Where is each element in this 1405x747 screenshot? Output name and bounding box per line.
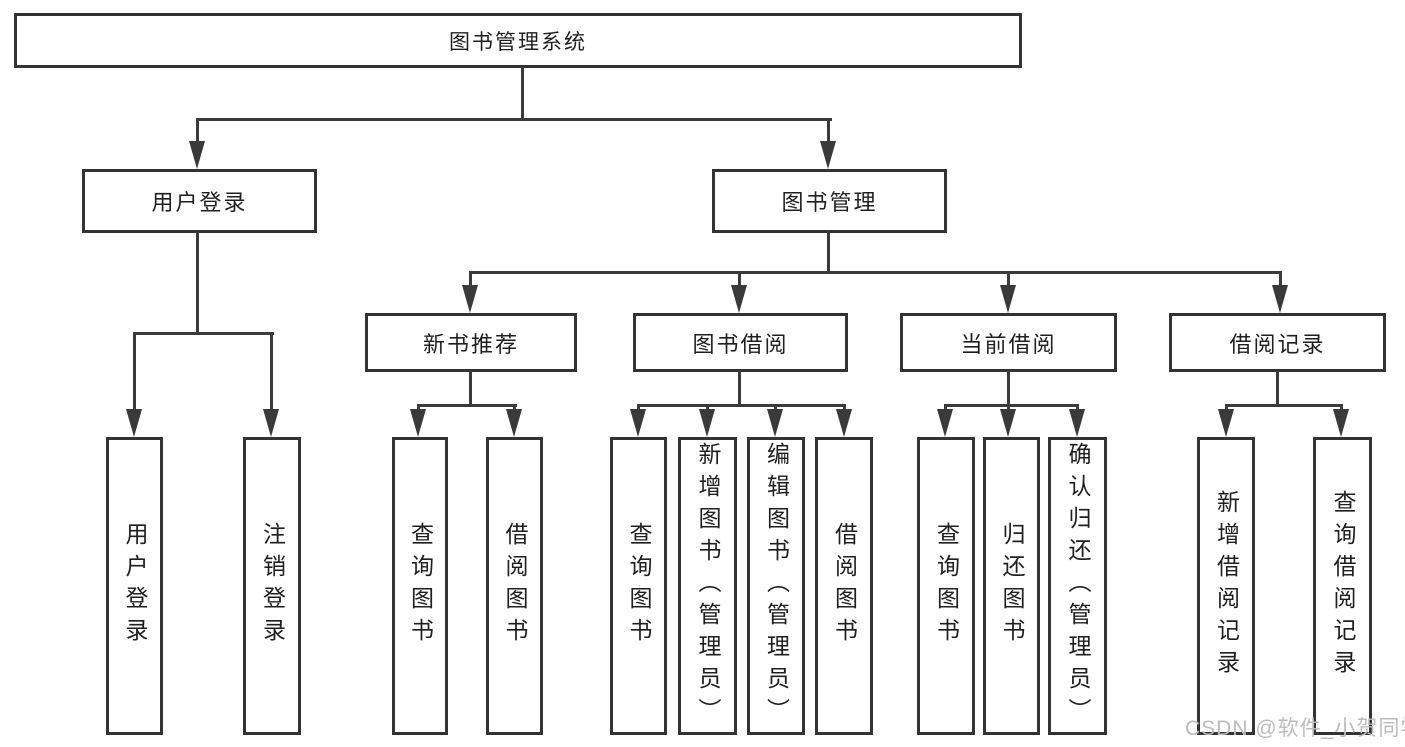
arrowhead-user-login-icon xyxy=(189,141,205,169)
node-user-login-label: 用户登录 xyxy=(151,190,248,215)
arrowhead-cb-query-icon xyxy=(937,409,953,437)
arrowhead-current-borrow-icon xyxy=(1000,285,1016,313)
connector-user-login-hbar xyxy=(133,332,274,335)
arrowhead-borrow-records-icon xyxy=(1272,285,1288,313)
connector-book-mgmt-drop xyxy=(827,118,830,144)
connector-br-query-drop xyxy=(1340,404,1343,412)
connector-borrow-records-hbar xyxy=(1225,404,1343,407)
arrowhead-nb-borrow-icon xyxy=(506,409,522,437)
node-root-label: 图书管理系统 xyxy=(449,30,587,54)
connector-current-borrow-stem xyxy=(1007,370,1010,407)
node-book-mgmt-label: 图书管理 xyxy=(781,190,878,215)
node-bb-query-books: 查询图书 xyxy=(610,437,667,735)
node-br-query-record: 查询借阅记录 xyxy=(1313,437,1372,735)
arrowhead-bb-add-icon xyxy=(699,409,715,437)
arrowhead-ul-login-icon xyxy=(126,409,142,437)
node-borrow-records: 借阅记录 xyxy=(1169,313,1386,372)
connector-cb-confirm-drop xyxy=(1076,404,1079,412)
connector-bb-borrow-drop xyxy=(843,404,846,412)
connector-current-borrow-hbar xyxy=(944,404,1079,407)
node-new-book-rec: 新书推荐 xyxy=(365,313,577,372)
connector-br-add-drop xyxy=(1225,404,1228,412)
node-ul-user-login: 用户登录 xyxy=(106,437,163,735)
node-user-login: 用户登录 xyxy=(82,169,317,233)
arrowhead-br-query-icon xyxy=(1333,409,1349,437)
connector-cb-return-drop xyxy=(1007,404,1010,412)
connector-user-login-drop xyxy=(196,118,199,144)
node-br-add-record: 新增借阅记录 xyxy=(1197,437,1255,735)
connector-bb-add-drop xyxy=(706,404,709,412)
node-borrow-records-label: 借阅记录 xyxy=(1229,331,1326,357)
connector-current-borrow-drop xyxy=(1007,271,1010,288)
arrowhead-bb-borrow-icon xyxy=(836,409,852,437)
node-book-borrow-label: 图书借阅 xyxy=(692,331,789,357)
connector-borrow-records-stem xyxy=(1276,370,1279,407)
node-cb-confirm-return: 确认归还（管理员） xyxy=(1048,437,1107,735)
node-ul-user-login-label: 用户登录 xyxy=(122,522,148,650)
node-bb-edit-books-label: 编辑图书（管理员） xyxy=(763,442,790,730)
node-bb-borrow-books: 借阅图书 xyxy=(815,437,873,735)
connector-ul-login-drop xyxy=(133,332,136,410)
node-ul-logout-label: 注销登录 xyxy=(259,522,286,650)
connector-book-borrow-stem xyxy=(738,370,741,407)
node-bb-add-books-label: 新增图书（管理员） xyxy=(695,442,721,730)
arrowhead-nb-query-icon xyxy=(410,409,426,437)
arrowhead-ul-logout-icon xyxy=(263,409,279,437)
node-nb-borrow-books: 借阅图书 xyxy=(486,437,543,735)
connector-bb-edit-drop xyxy=(774,404,777,412)
node-book-borrow: 图书借阅 xyxy=(633,313,848,372)
arrowhead-bb-query-icon xyxy=(630,409,646,437)
connector-ul-logout-drop xyxy=(270,332,273,410)
node-cb-query-books: 查询图书 xyxy=(917,437,975,735)
connector-borrow-records-drop xyxy=(1279,271,1282,288)
connector-new-book-rec-stem xyxy=(469,370,472,407)
node-cb-return-books: 归还图书 xyxy=(983,437,1040,735)
node-br-add-record-label: 新增借阅记录 xyxy=(1213,490,1240,682)
connector-root-stem xyxy=(521,66,524,120)
arrowhead-bb-edit-icon xyxy=(767,409,783,437)
connector-bb-query-drop xyxy=(637,404,640,412)
connector-user-login-stem xyxy=(196,231,199,335)
node-br-query-record-label: 查询借阅记录 xyxy=(1330,490,1356,682)
arrowhead-new-book-rec-icon xyxy=(462,285,478,313)
node-nb-query-books: 查询图书 xyxy=(392,437,448,735)
node-new-book-rec-label: 新书推荐 xyxy=(422,331,519,357)
node-nb-query-books-label: 查询图书 xyxy=(407,522,434,650)
node-bb-add-books: 新增图书（管理员） xyxy=(678,437,737,735)
node-cb-return-books-label: 归还图书 xyxy=(999,522,1025,650)
connector-cb-query-drop xyxy=(944,404,947,412)
connector-book-mgmt-hbar xyxy=(469,271,1282,274)
connector-book-borrow-drop xyxy=(738,271,741,288)
connector-new-book-rec-drop xyxy=(469,271,472,288)
node-cb-confirm-return-label: 确认归还（管理员） xyxy=(1065,442,1091,730)
csdn-watermark: CSDN @软件_小贺同学 xyxy=(1185,717,1405,740)
arrowhead-br-add-icon xyxy=(1218,409,1234,437)
node-book-mgmt: 图书管理 xyxy=(712,169,947,233)
node-bb-edit-books: 编辑图书（管理员） xyxy=(747,437,805,735)
node-bb-borrow-books-label: 借阅图书 xyxy=(831,522,858,650)
arrowhead-cb-return-icon xyxy=(1000,409,1016,437)
node-bb-query-books-label: 查询图书 xyxy=(626,522,652,650)
connector-book-borrow-hbar xyxy=(637,404,846,407)
connector-root-hbar xyxy=(196,118,832,121)
connector-nb-borrow-drop xyxy=(513,404,516,412)
arrowhead-cb-confirm-icon xyxy=(1069,409,1085,437)
arrowhead-book-mgmt-icon xyxy=(820,141,836,169)
node-current-borrow-label: 当前借阅 xyxy=(960,331,1057,357)
node-current-borrow: 当前借阅 xyxy=(900,313,1117,372)
node-root: 图书管理系统 xyxy=(14,13,1022,68)
arrowhead-book-borrow-icon xyxy=(731,285,747,313)
connector-new-book-rec-hbar xyxy=(417,404,517,407)
connector-nb-query-drop xyxy=(417,404,420,412)
connector-book-mgmt-stem xyxy=(827,231,830,274)
node-nb-borrow-books-label: 借阅图书 xyxy=(502,522,528,650)
node-ul-logout: 注销登录 xyxy=(243,437,301,735)
node-cb-query-books-label: 查询图书 xyxy=(933,522,960,650)
